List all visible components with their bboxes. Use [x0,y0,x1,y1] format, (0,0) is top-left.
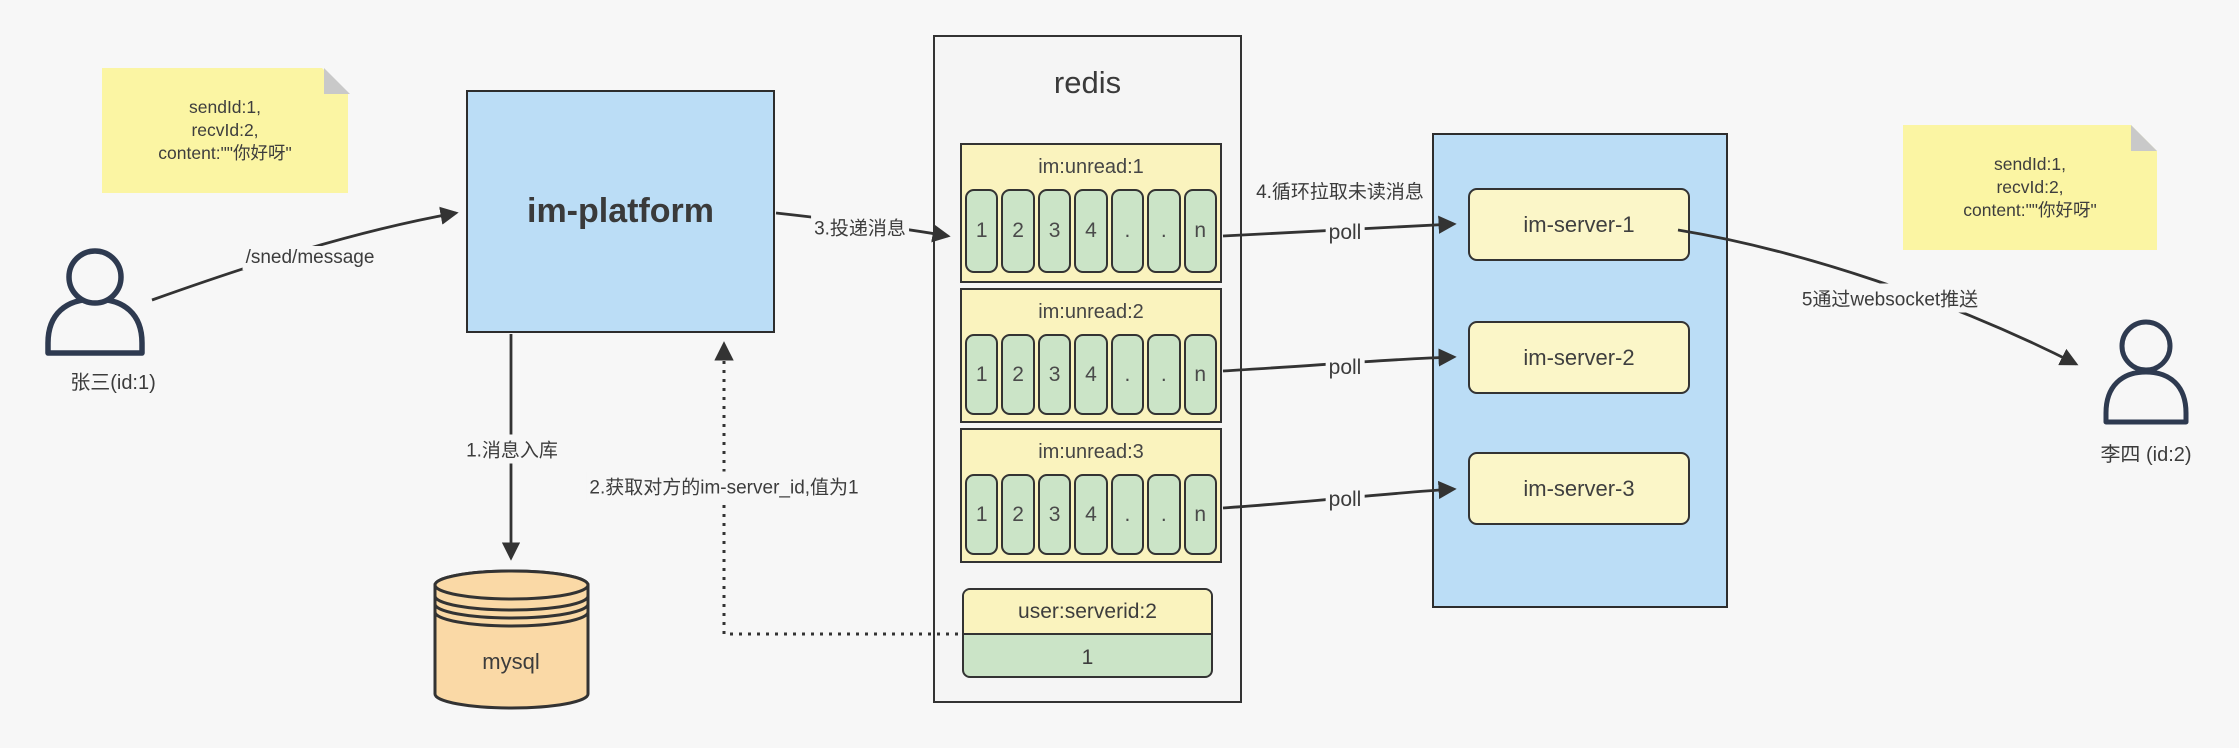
redis-title: redis [1053,65,1122,100]
kv-header: user:serverid:2 [964,590,1211,635]
list-header: im:unread:2 [1038,300,1144,323]
note-line: sendId:1, [1994,153,2066,174]
im-server-2-label: im-server-2 [1523,344,1635,370]
list-cell: 1 [965,474,999,555]
im-platform-label: im-platform [527,192,714,230]
im-server-3-box: im-server-3 [1468,452,1690,525]
im-server-2-box: im-server-2 [1468,321,1690,394]
user-serverid-box: user:serverid:2 1 [962,588,1213,678]
list-cell: 2 [1001,334,1035,415]
list-cell: . [1110,474,1145,555]
list-cell: n [1183,189,1217,273]
sticky-note-left: sendId:1, recvId:2, content:""你好呀" [102,68,348,193]
im-server-1-box: im-server-1 [1468,188,1690,261]
mysql-label: mysql [482,649,540,674]
receiver-label: 李四 (id:2) [2100,444,2192,466]
poll-label-3: poll [1325,487,1365,513]
push-edge-label: 5通过websocket推送 [1798,283,1982,313]
note-line: recvId:2, [191,119,259,140]
get-serverid-edge-label: 2.获取对方的im-server_id,值为1 [586,471,862,501]
note-line: recvId:2, [1996,176,2064,197]
list-cell: 1 [965,334,999,415]
list-header: im:unread:3 [1038,440,1144,463]
list-cell: 3 [1037,474,1072,555]
kv-value: 1 [1081,645,1094,669]
im-server-3-label: im-server-3 [1523,475,1635,501]
im-server-1-label: im-server-1 [1523,211,1635,237]
list-cell: 2 [1001,474,1035,555]
receiver-person-icon [2103,319,2189,425]
list-header: im:unread:1 [1038,155,1144,178]
sender-person-icon [45,248,145,356]
note-fold-icon [324,68,350,94]
list-cell: . [1147,189,1181,273]
list-cell: n [1183,334,1217,415]
note-fold-icon [2131,125,2157,151]
note-line: content:""你好呀" [1963,200,2097,221]
list-cell: 1 [965,189,999,273]
deliver-edge-label: 3.投递消息 [811,212,909,242]
note-line: content:""你好呀" [158,143,292,164]
list-cell: . [1147,334,1181,415]
list-cell: 4 [1074,334,1108,415]
sticky-note-right: sendId:1, recvId:2, content:""你好呀" [1903,125,2157,250]
list-cell: 4 [1074,189,1108,273]
store-edge-label: 1.消息入库 [463,434,561,464]
list-cell: . [1110,189,1145,273]
list-cell: 4 [1074,474,1108,555]
mysql-cylinder-icon [433,569,590,710]
send-edge-label: /sned/message [242,246,378,270]
poll-loop-label: 4.循环拉取未读消息 [1256,182,1424,204]
im-platform-box: im-platform [466,90,775,333]
list-cell: n [1183,474,1217,555]
poll-label-2: poll [1325,355,1365,381]
poll-label-1: poll [1325,220,1365,246]
list-cell: . [1110,334,1145,415]
list-cell: 3 [1037,334,1072,415]
sender-label: 张三(id:1) [70,372,156,394]
list-cell: 2 [1001,189,1035,273]
list-cell: . [1147,474,1181,555]
list-cell: 3 [1037,189,1072,273]
note-line: sendId:1, [189,96,261,117]
